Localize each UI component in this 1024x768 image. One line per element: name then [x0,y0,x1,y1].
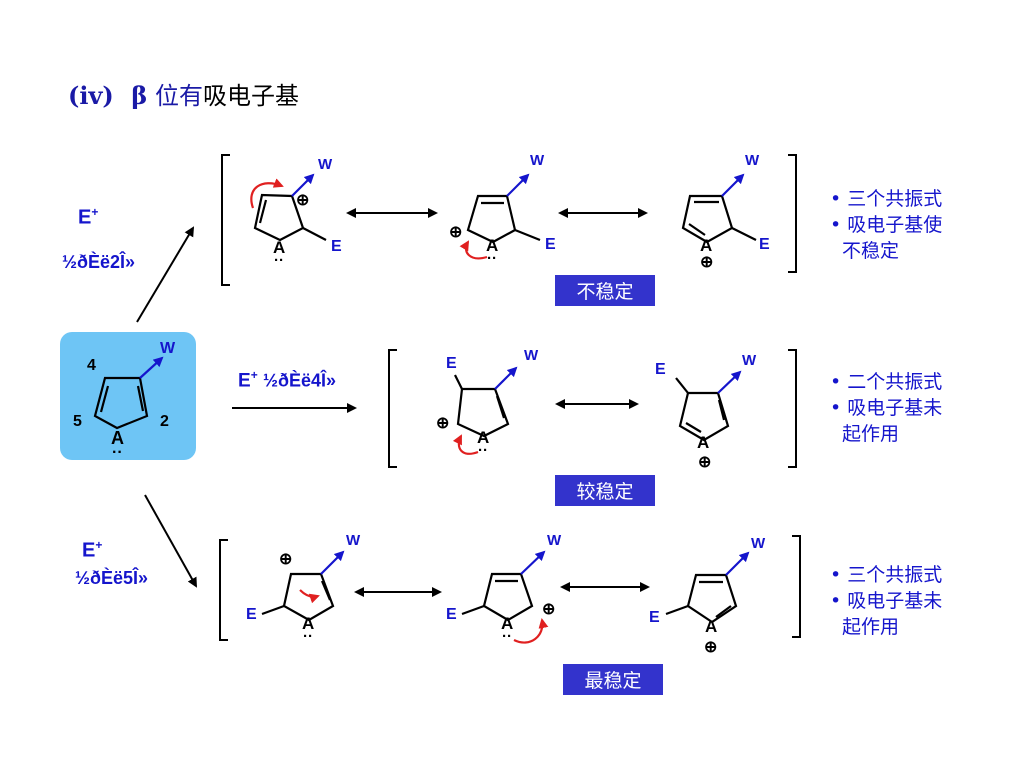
ring-1a [250,173,327,242]
path-top-charge: + [91,205,99,219]
ring-3c [665,551,750,624]
r1c-E: E [759,236,770,253]
r3a-A: A [302,614,315,633]
note-1-line-2: • 吸电子基使 [830,214,943,236]
note-2-line-2: • 吸电子基未 [830,397,943,419]
path-middle-charge: + [250,368,258,382]
bracket-left-3 [219,539,228,641]
title-part-black: 吸电子基 [203,82,299,110]
note-1-line-3: 不稳定 [842,240,900,262]
r1b-lp: ·· [487,250,497,267]
title-beta: β [131,81,148,110]
r2a-lp: ·· [478,442,488,459]
path-middle-e: E [238,370,251,392]
note-2-line-3: 起作用 [842,423,900,445]
r2a-E: E [446,355,457,372]
r1b-plus: ⊕ [449,224,463,241]
ring-3a [261,550,345,622]
r3c-E: E [649,609,660,626]
starting-ring [93,356,164,430]
ring-1c [681,173,757,244]
path-top-reagent: E+ [78,205,98,230]
sm-substituent: W [160,340,176,357]
sm-pos5: 5 [73,413,82,430]
r1b-W: W [530,152,545,169]
path-arrow-top [136,226,195,323]
sm-heteroatom: A [111,428,124,448]
ring-2b [675,370,742,442]
note-row-3: • 三个共振式 • 吸电子基未 起作用 [830,562,942,640]
r3a-E: E [246,606,257,623]
r1b-E: E [545,236,556,253]
r2b-E: E [655,361,666,378]
badge-unstable: 不稳定 [555,275,655,306]
path-bottom-position: ½ðÈë5Î» [75,568,149,588]
r3a-W: W [346,532,361,549]
note-row-1: • 三个共振式 • 吸电子基使 不稳定 [830,186,942,264]
note-1-line-1: • 三个共振式 [830,188,943,210]
r2a-plus: ⊕ [436,415,450,432]
sm-pos2: 2 [160,413,169,430]
bracket-left-2 [388,349,397,468]
note-3-line-2: • 吸电子基未 [830,590,943,612]
path-bottom-reagent: E+ [82,538,102,563]
r1b-A: A [486,236,499,255]
path-bottom-charge: + [95,538,103,552]
r1c-W: W [745,152,760,169]
r3b-W: W [547,532,562,549]
r1a-plus: ⊕ [296,192,310,209]
r2b-W: W [742,352,757,369]
badge-more-stable: 较稳定 [555,475,655,506]
r1c-plus: ⊕ [700,254,714,271]
r2b-plus: ⊕ [698,454,712,471]
path-top-position: ½ðÈë2Î» [62,252,136,272]
bracket-left-1 [221,154,230,286]
r3b-plus: ⊕ [542,601,556,618]
ring-1b [459,173,541,260]
note-3-line-1: • 三个共振式 [830,564,943,586]
note-3-line-3: 起作用 [842,616,900,638]
ring-2a [452,366,518,455]
r3c-W: W [751,535,766,552]
r2b-A: A [697,433,710,452]
path-middle-position: ½ðÈë4Î» [262,370,337,391]
r3b-E: E [446,606,457,623]
path-arrow-bottom [144,494,197,588]
sm-pos4: 4 [87,357,96,374]
title-label: (iv) [68,81,114,110]
bracket-right-1 [788,154,797,273]
r2a-W: W [524,347,539,364]
path-top-e: E [78,206,92,229]
ring-3b [461,550,549,644]
path-bottom-e: E [82,539,96,562]
slide-title: (iv) β 位有吸电子基 [68,76,299,111]
bracket-right-3 [792,535,801,638]
r3a-plus: ⊕ [279,551,293,568]
bracket-right-2 [788,349,797,468]
sm-lone-pair: ·· [112,444,123,461]
title-part-blue: 位有 [155,82,203,110]
r1c-A: A [700,236,713,255]
r3c-A: A [705,617,718,636]
r3c-plus: ⊕ [704,639,718,656]
r1a-E: E [331,238,342,255]
note-2-line-1: • 二个共振式 [830,371,943,393]
starting-material-box [60,332,196,460]
r1a-lp: ·· [274,252,284,269]
note-row-2: • 二个共振式 • 吸电子基未 起作用 [830,369,942,447]
r3b-lp: ·· [502,628,512,645]
r3b-A: A [501,614,514,633]
r2a-A: A [477,428,490,447]
r1a-A: A [273,238,286,257]
badge-most-stable: 最稳定 [563,664,663,695]
r3a-lp: ·· [303,628,313,645]
r1a-W: W [318,156,333,173]
path-middle-reagent: E+ ½ðÈë4Î» [238,368,336,392]
